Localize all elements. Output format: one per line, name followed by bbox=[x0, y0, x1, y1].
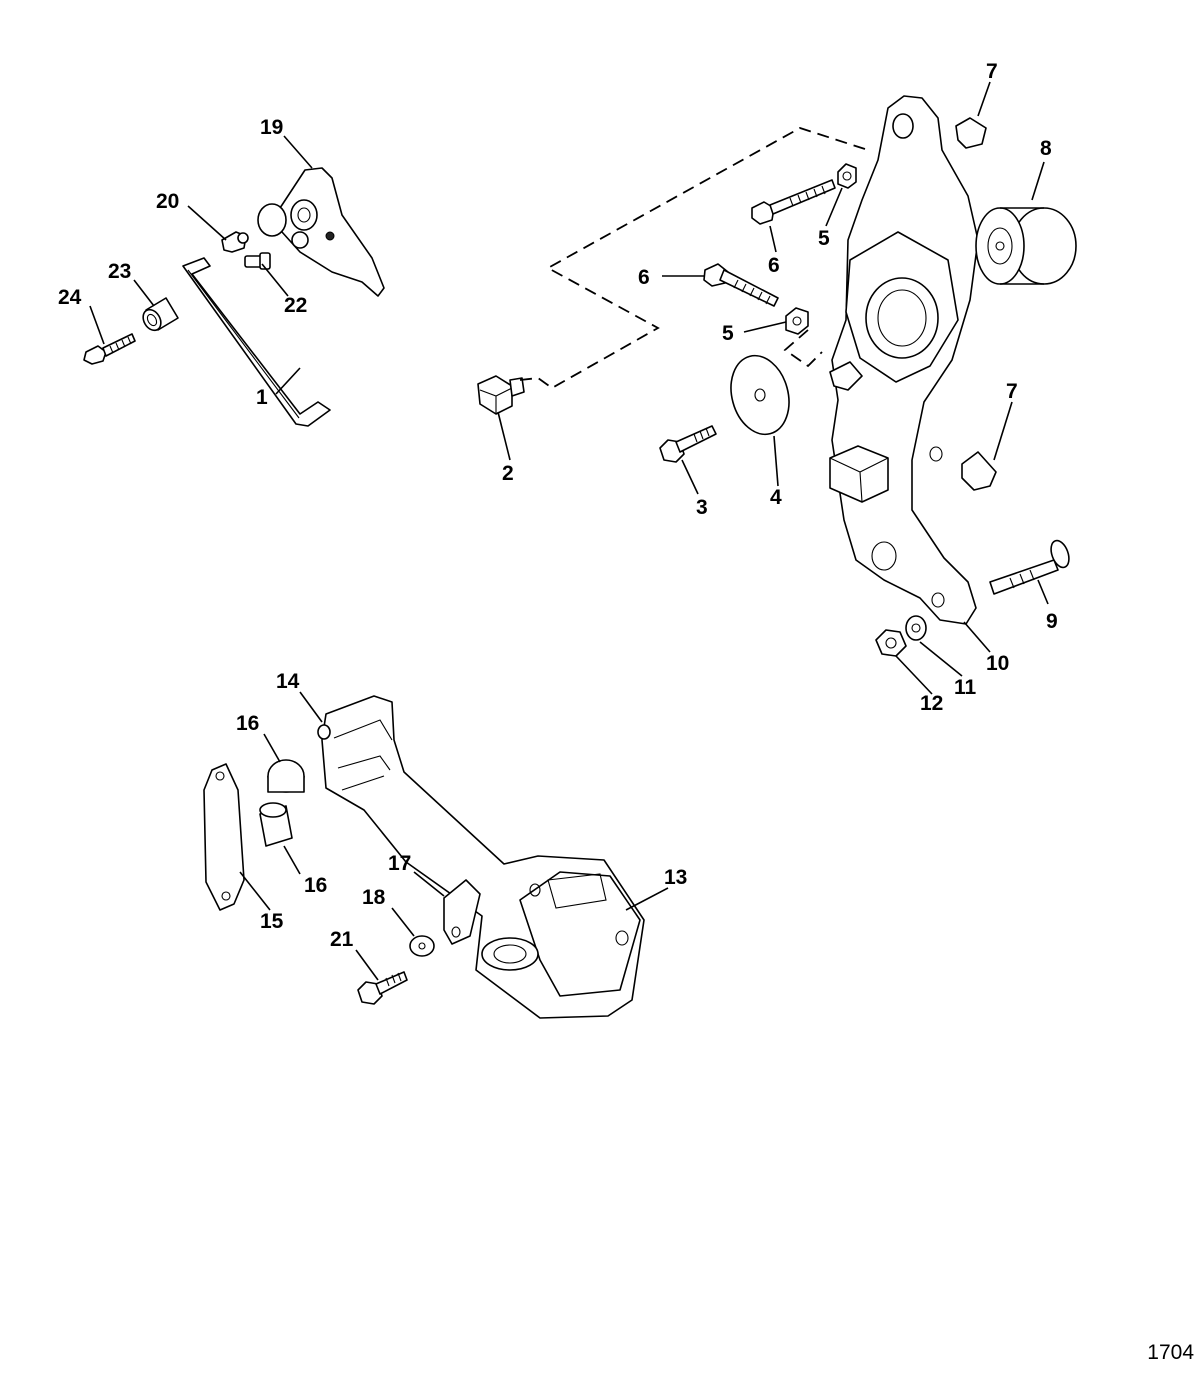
callout-19: 21 bbox=[330, 928, 354, 951]
part-8-roller bbox=[975, 207, 1077, 285]
part-10-throttle-lever bbox=[829, 95, 979, 625]
leader-lines bbox=[89, 81, 1049, 981]
callout-18: 18 bbox=[362, 886, 386, 909]
part-6-bolt-lower bbox=[703, 263, 779, 307]
callout-6-upper: 6 bbox=[768, 254, 780, 277]
part-7-cap-lower bbox=[961, 451, 997, 491]
callout-5-lower: 5 bbox=[722, 322, 734, 345]
part-17-clamp bbox=[443, 879, 481, 945]
callout-24: 24 bbox=[58, 286, 82, 309]
part-6-bolt-upper bbox=[751, 179, 836, 225]
part-16-bushing-lower bbox=[259, 802, 293, 847]
callout-1: 1 bbox=[256, 386, 268, 409]
part-9-pin bbox=[989, 539, 1070, 595]
part-14-pin bbox=[317, 724, 331, 740]
callout-2: 2 bbox=[502, 462, 514, 485]
part-19-screw bbox=[357, 971, 408, 1005]
part-13-bracket bbox=[321, 695, 645, 1019]
callout-labels: 19 20 22 23 24 1 2 3 4 6 5 6 5 7 8 7 9 1… bbox=[58, 60, 1058, 951]
callout-16-lower: 16 bbox=[304, 874, 327, 897]
part-1-link-rod bbox=[182, 257, 331, 427]
part-22-pin bbox=[244, 252, 271, 270]
callout-23: 23 bbox=[108, 260, 131, 283]
part-4-washer bbox=[730, 354, 790, 436]
callout-20: 20 bbox=[156, 190, 179, 213]
part-15-plate bbox=[203, 763, 245, 911]
callout-14: 14 bbox=[276, 670, 300, 693]
part-21-cam-bracket bbox=[257, 167, 385, 297]
callout-6-lower: 6 bbox=[638, 266, 650, 289]
part-16-bushing-upper bbox=[267, 759, 305, 793]
part-23-bushing bbox=[142, 297, 179, 332]
callout-22: 22 bbox=[284, 294, 307, 317]
callout-8: 8 bbox=[1040, 137, 1052, 160]
callout-13: 13 bbox=[664, 866, 687, 889]
part-5-nut-upper bbox=[837, 163, 857, 189]
part-7-cap-upper bbox=[955, 117, 987, 149]
callout-21: 19 bbox=[260, 116, 283, 139]
part-11-washer bbox=[905, 615, 927, 641]
part-2-rod-connector bbox=[477, 375, 525, 415]
part-20-clip bbox=[221, 231, 249, 253]
callout-16-upper: 16 bbox=[236, 712, 259, 735]
part-18-washer bbox=[409, 935, 435, 957]
part-12-nut bbox=[875, 629, 907, 657]
callout-11: 11 bbox=[954, 676, 977, 699]
part-5-nut-lower bbox=[785, 307, 809, 335]
drawing-number: 1704 bbox=[1147, 1341, 1194, 1364]
assembly-dashed-line bbox=[519, 127, 869, 390]
callout-7-lower: 7 bbox=[1006, 380, 1018, 403]
callout-17: 17 bbox=[388, 852, 411, 875]
callout-5-upper: 5 bbox=[818, 227, 830, 250]
callout-10: 10 bbox=[986, 652, 1009, 675]
part-24-screw bbox=[83, 333, 136, 365]
callout-4: 4 bbox=[770, 486, 782, 509]
callout-7-upper: 7 bbox=[986, 60, 998, 83]
part-3-bolt bbox=[659, 425, 717, 463]
callout-9: 9 bbox=[1046, 610, 1058, 633]
callout-12: 12 bbox=[920, 692, 943, 715]
callout-3: 3 bbox=[696, 496, 708, 519]
callout-15: 15 bbox=[260, 910, 284, 933]
